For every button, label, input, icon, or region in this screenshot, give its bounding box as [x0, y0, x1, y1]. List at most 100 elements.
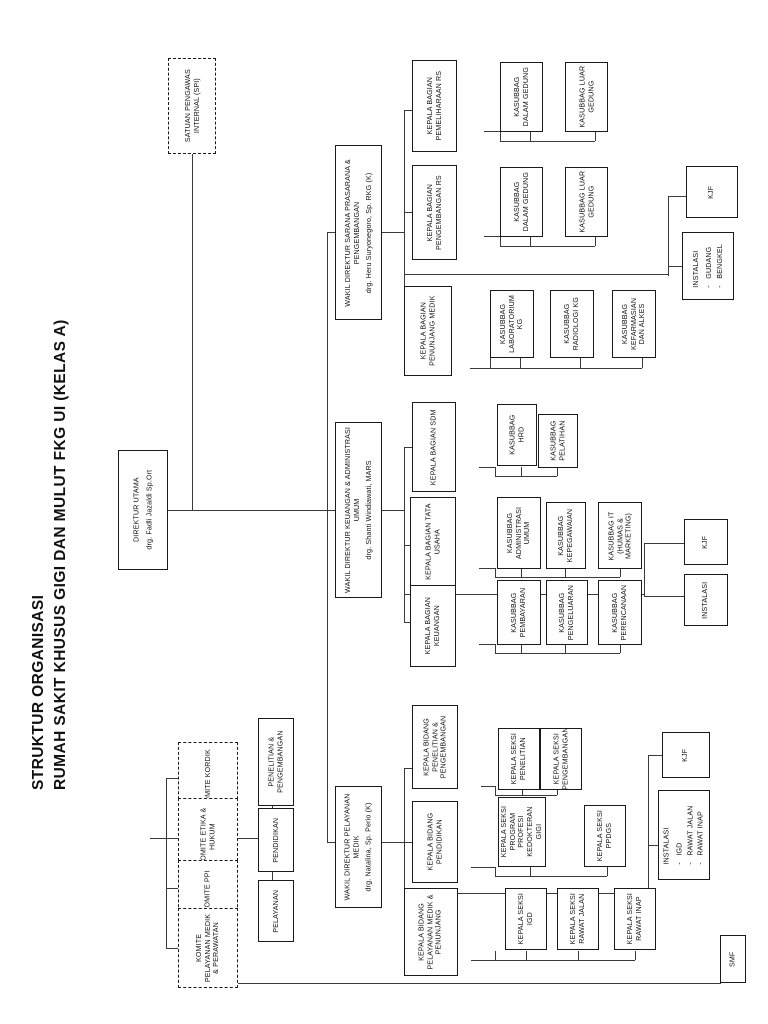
- node-sub-litbang[interactable]: PENELITIAN &PENGEMBANGAN: [258, 718, 294, 806]
- connector-keuangan-kjf-vert: [644, 543, 646, 596]
- wadir-sarana-name: drg. Heru Suryonegoro, Sp. RKG (K): [364, 172, 373, 293]
- sub-pelayanan-title: PELAYANAN: [271, 889, 280, 933]
- connector-pendidikan-right: [471, 867, 495, 869]
- instalasi-pelayanan-item-1: -RAWAT JALAN: [686, 805, 695, 865]
- connector-sarana-pemeliharaan: [404, 110, 412, 112]
- connector-keuangan-out: [382, 510, 404, 512]
- instalasi-sarana-item-1: -BENGKEL: [715, 244, 724, 288]
- wadir-keuangan-name: drg. Shanti Windiawati, MARS: [364, 460, 373, 560]
- connector-sarana-kjf: [668, 196, 686, 198]
- node-instalasi-keuangan[interactable]: INSTALASI: [684, 574, 728, 626]
- connector-litbang-t2: [557, 786, 559, 795]
- sub-pendidikan-title: PENDIDIKAN: [271, 817, 280, 863]
- connector-pelayanan-instalasi: [648, 845, 662, 847]
- connector-pengembangan-t1: [530, 236, 532, 246]
- connector-keuangan-spine: [404, 447, 406, 622]
- page-subtitle: RUMAH SAKIT KHUSUS GIGI DAN MULUT FKG UI…: [52, 319, 70, 790]
- node-kjf-keuangan[interactable]: KJF: [684, 519, 728, 565]
- connector-keuangan-sdm: [404, 447, 412, 449]
- connector-tu-row: [495, 577, 620, 579]
- node-sub-pelayanan[interactable]: PELAYANAN: [258, 880, 294, 942]
- node-kjf-pelayanan[interactable]: KJF: [662, 732, 710, 778]
- connector-sdm-drop: [495, 467, 497, 476]
- node-sub-pendidikan[interactable]: PENDIDIKAN: [258, 808, 294, 872]
- node-kasubbag-it[interactable]: KASUBBAG IT(HUMAS &MARKETING): [598, 502, 642, 569]
- node-kjf-sarana[interactable]: KJF: [686, 166, 738, 218]
- wadir-sarana-title: WAKIL DIREKTUR SARANA PRASARANA &PENGEMB…: [343, 158, 361, 307]
- connector-sdm-t1: [521, 467, 523, 476]
- node-smf[interactable]: SMF: [720, 935, 746, 983]
- connector-spine-to-keuangan: [327, 510, 335, 512]
- kjf-pelayanan-title: KJF: [681, 748, 690, 762]
- instalasi-sarana-item-0: -GUDANG: [705, 246, 714, 288]
- connector-sarana-spine: [404, 110, 406, 335]
- connector-litbang-drop: [495, 786, 497, 795]
- connector-kas-t1: [521, 644, 523, 653]
- connector-pendidikan-t1: [530, 867, 532, 876]
- connector-pengembangan-right: [484, 236, 500, 238]
- node-wadir-sarana[interactable]: WAKIL DIREKTUR SARANA PRASARANA &PENGEMB…: [335, 145, 382, 320]
- connector-penunjang-t2: [580, 358, 582, 368]
- connector-yanmed-t2: [578, 951, 580, 960]
- connector-yanmed-drop: [495, 951, 497, 960]
- kasubbag-it-title: KASUBBAG IT(HUMAS &MARKETING): [607, 511, 633, 560]
- connector-keuangan-tu: [404, 545, 412, 547]
- node-direktur-utama[interactable]: DIREKTUR UTAMA drg. Fadli Jazaldi Sp.Ort: [118, 450, 168, 570]
- node-instalasi-pelayanan[interactable]: INSTALASI -IGD -RAWAT JALAN -RAWAT INAP: [658, 790, 710, 880]
- connector-litbang-t1: [522, 786, 524, 795]
- connector-komite-kordik: [166, 778, 178, 780]
- connector-yanmed-right: [471, 960, 495, 962]
- connector-pengembangan-row: [500, 246, 595, 248]
- node-instalasi-sarana[interactable]: INSTALASI -GUDANG -BENGKEL: [682, 232, 734, 300]
- connector-penunjang-row: [490, 368, 642, 370]
- connector-penunjang-t3: [642, 358, 644, 368]
- node-kabag-sdm[interactable]: KEPALA BAGIAN SDM: [412, 402, 456, 492]
- connector-komite-to-du: [150, 838, 168, 840]
